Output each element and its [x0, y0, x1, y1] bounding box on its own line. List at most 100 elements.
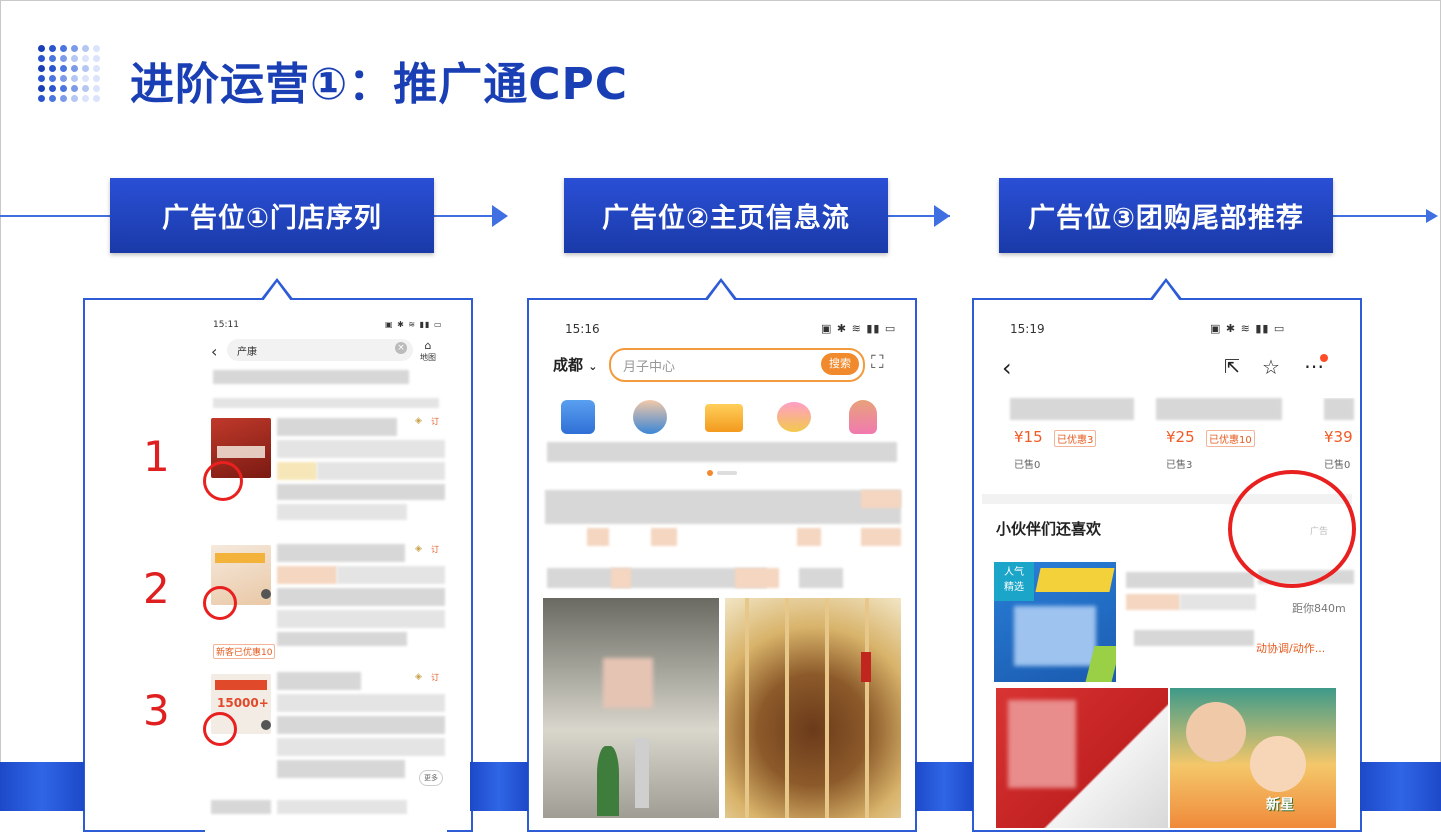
recommend-thumbnail[interactable]: 人气 精选	[994, 562, 1116, 682]
thumb-text: 15000+	[217, 696, 269, 710]
logo-dot	[38, 75, 45, 82]
logo-dot	[49, 65, 56, 72]
recommend-card-image[interactable]	[996, 688, 1168, 828]
logo-dot	[71, 85, 78, 92]
cover-text: 新星	[1266, 797, 1294, 813]
search-input[interactable]: 产康 ×	[227, 339, 413, 361]
logo-dot	[71, 95, 78, 102]
rank-number: 3	[143, 686, 170, 735]
logo-dot	[49, 55, 56, 62]
book-icon[interactable]	[705, 404, 743, 432]
logo-dot	[38, 95, 45, 102]
logo-dot	[93, 95, 100, 102]
logo-dot	[82, 95, 89, 102]
flow-line-1-2	[434, 215, 504, 217]
logo-dot	[49, 75, 56, 82]
clear-icon[interactable]: ×	[395, 342, 407, 354]
footer-band	[915, 762, 973, 811]
back-icon[interactable]: ‹	[211, 342, 218, 361]
map-label: 地图	[420, 353, 436, 362]
logo-dot	[71, 55, 78, 62]
book-icon[interactable]: 订	[431, 673, 439, 682]
scan-icon[interactable]: ⛶	[871, 352, 884, 373]
feed-card-image[interactable]	[543, 598, 719, 818]
deal-price: ¥15	[1014, 428, 1043, 446]
medal-icon: ◈	[415, 672, 422, 682]
search-input[interactable]: 月子中心 搜索	[609, 348, 865, 382]
logo-dot	[71, 75, 78, 82]
panel-notch	[707, 282, 735, 301]
city-label: 成都	[553, 356, 584, 374]
book-icon[interactable]: 订	[431, 545, 439, 554]
logo-dot	[49, 95, 56, 102]
flow-arrow-right-icon	[492, 205, 508, 227]
woman-icon[interactable]	[849, 400, 877, 434]
logo-dot	[60, 75, 67, 82]
logo-dot	[60, 65, 67, 72]
panel-notch	[1152, 282, 1180, 301]
ad-slot-2-panel: 15:16 ▣ ✱ ≋ ▮▮ ▭ 成都 ⌄ 月子中心 搜索 ⛶	[527, 278, 917, 832]
logo-dot	[60, 45, 67, 52]
ad-slot-2-label: 广告位②主页信息流	[564, 178, 888, 253]
flow-line-2-3	[888, 215, 950, 217]
logo-dot	[60, 55, 67, 62]
highlight-circle	[203, 712, 237, 746]
rank-number: 2	[143, 564, 170, 613]
status-icons: ▣ ✱ ≋ ▮▮ ▭	[385, 320, 443, 329]
search-button[interactable]: 搜索	[821, 353, 859, 375]
deal-price: ¥25	[1166, 428, 1195, 446]
book-icon[interactable]: 订	[431, 417, 439, 426]
medal-icon: ◈	[415, 416, 422, 426]
more-icon[interactable]: ⋯	[1304, 354, 1324, 378]
status-time: 15:11	[213, 320, 239, 330]
back-icon[interactable]: ‹	[1002, 354, 1012, 382]
highlight-circle	[1228, 470, 1356, 588]
ad-slot-3-label: 广告位③团购尾部推荐	[999, 178, 1333, 253]
logo-dot	[93, 75, 100, 82]
doctor-icon[interactable]	[633, 400, 667, 434]
deal-card[interactable]: ¥15 已优惠3 已售0	[1002, 398, 1136, 478]
logo-dot	[93, 65, 100, 72]
banner-stripe	[1035, 568, 1115, 592]
notification-dot	[1320, 354, 1328, 362]
logo-dot	[38, 85, 45, 92]
footer-band	[0, 762, 84, 811]
deal-discount: 已优惠10	[1206, 430, 1255, 447]
store-list-screenshot: 15:11 ▣ ✱ ≋ ▮▮ ▭ ‹ 产康 × ⌂ 地图 ◈ 订	[205, 312, 447, 832]
medal-icon: ◈	[415, 544, 422, 554]
logo-dot	[49, 45, 56, 52]
map-button[interactable]: ⌂ 地图	[420, 339, 436, 363]
deal-sold: 已售0	[1324, 460, 1351, 471]
deal-sold: 已售0	[1014, 460, 1041, 471]
more-button[interactable]: 更多	[419, 770, 443, 786]
panel-notch	[263, 282, 291, 301]
flow-line-left	[0, 215, 110, 217]
footer-band	[470, 762, 528, 811]
recommend-card-image[interactable]: 新星	[1170, 688, 1336, 828]
deal-price: ¥39	[1324, 428, 1353, 446]
logo-dots-icon	[38, 45, 102, 107]
logo-dot	[49, 85, 56, 92]
deal-card[interactable]: ¥25 已优惠10 已售3	[1156, 398, 1290, 478]
hospital-icon[interactable]	[561, 400, 595, 434]
carousel-dot	[717, 471, 737, 475]
deal-card[interactable]: ¥39 已售0	[1310, 398, 1356, 478]
logo-dot	[82, 85, 89, 92]
ring-icon[interactable]	[777, 402, 811, 432]
logo-dot	[71, 65, 78, 72]
carousel-dot-active	[707, 470, 713, 476]
star-icon[interactable]: ☆	[1262, 355, 1280, 379]
map-pin-icon: ⌂	[424, 339, 432, 352]
logo-dot	[38, 65, 45, 72]
logo-dot	[82, 55, 89, 62]
logo-dot	[93, 45, 100, 52]
share-icon[interactable]: ⇱	[1224, 356, 1240, 378]
status-time: 15:19	[1010, 322, 1045, 336]
category-tag: 动协调/动作...	[1256, 642, 1326, 655]
section-title: 小伙伴们还喜欢	[996, 520, 1102, 538]
city-selector[interactable]: 成都 ⌄	[553, 354, 597, 375]
ad-slot-1-label: 广告位①门店序列	[110, 178, 434, 253]
highlight-circle	[203, 461, 243, 501]
feed-card-image[interactable]	[725, 598, 901, 818]
logo-dot	[93, 85, 100, 92]
